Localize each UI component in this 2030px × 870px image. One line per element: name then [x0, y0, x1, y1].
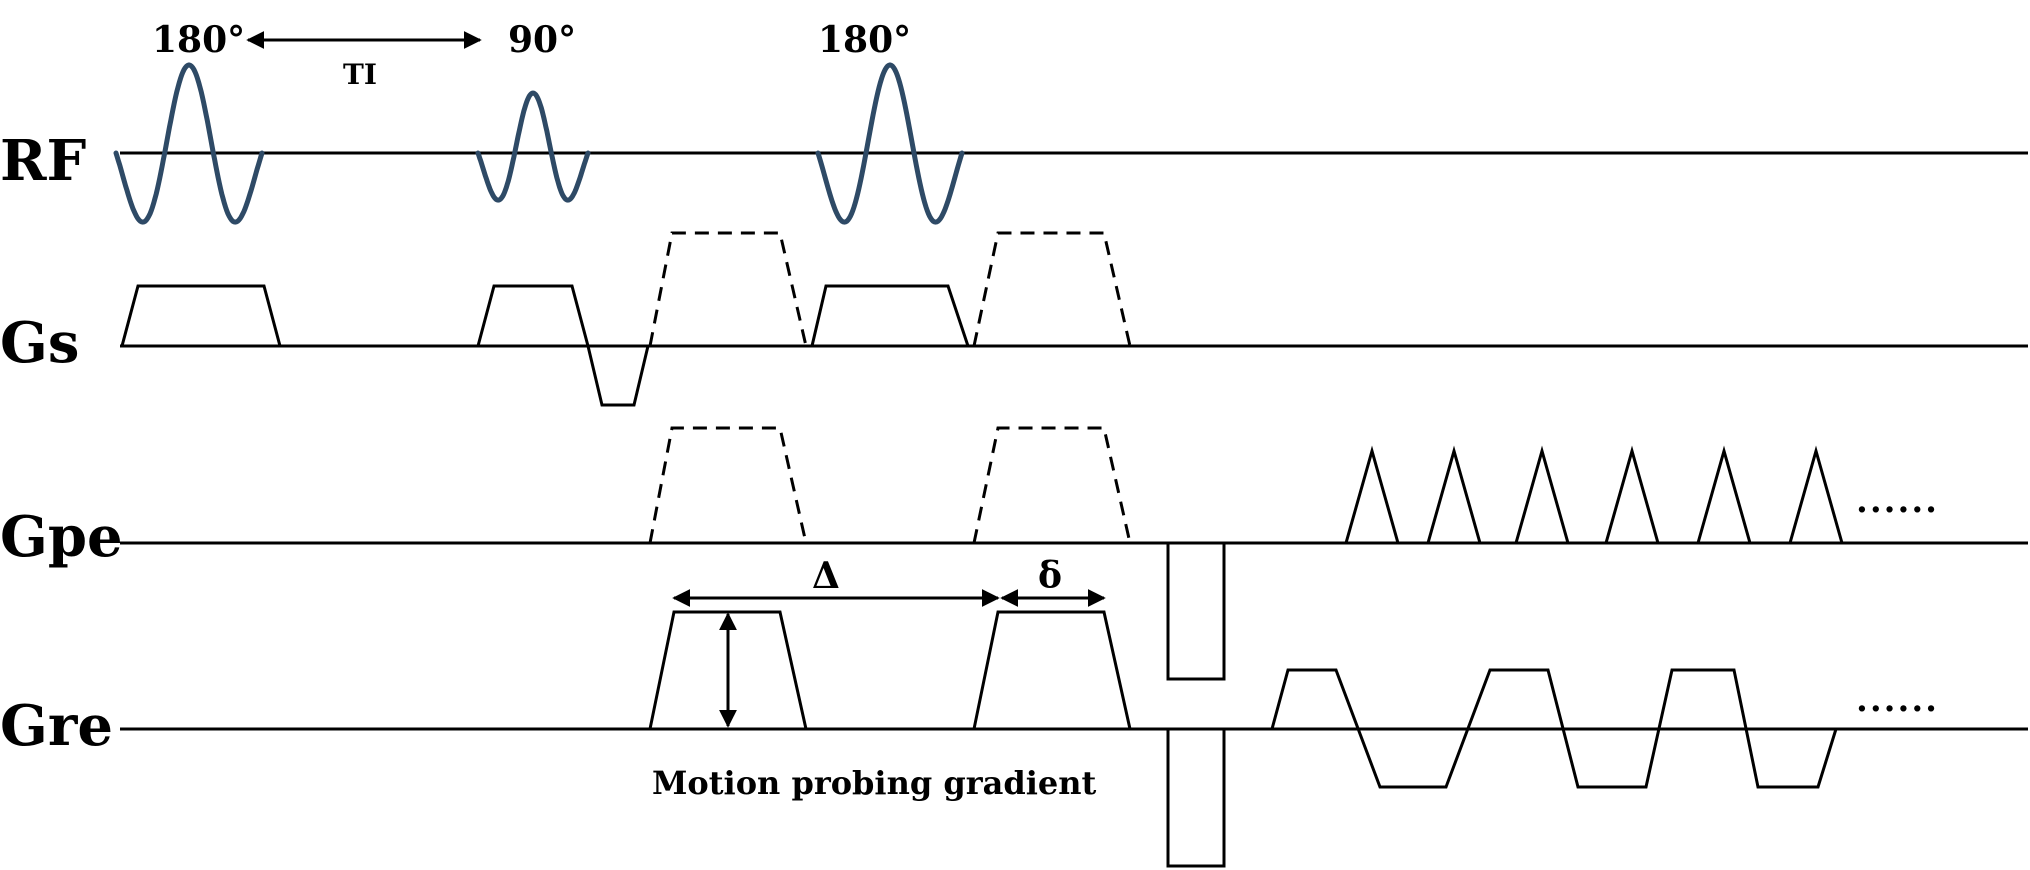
rf-pulse-inversion	[113, 62, 265, 225]
row-label-gs: Gs	[0, 310, 79, 376]
row-label-gpe: Gpe	[0, 504, 123, 570]
gs-refocus-slice-gradient	[810, 284, 970, 347]
gs-excitation-slice-gradient	[476, 284, 590, 347]
gre-continuation-dots: ......	[1856, 680, 1939, 720]
gpe-diffusion-gradient-2	[972, 426, 1132, 544]
gs-rephasing-lobe	[586, 345, 650, 407]
label-small-delta: δ	[1038, 555, 1062, 597]
gre-motion-probing-gradient-2	[972, 610, 1132, 730]
gpe-continuation-dots: ......	[1856, 481, 1939, 521]
row-label-rf: RF	[0, 128, 87, 194]
gs-diffusion-gradient-2	[972, 231, 1132, 347]
gs-diffusion-gradient-1	[648, 231, 808, 347]
gre-prephaser	[1166, 729, 1226, 868]
row-label-gre: Gre	[0, 693, 113, 759]
caption-motion-probing-gradient: Motion probing gradient	[652, 764, 1096, 802]
label-ti: TI	[343, 58, 377, 91]
label-90: 90°	[508, 19, 576, 61]
gpe-diffusion-gradient-1	[648, 426, 808, 544]
gre-readout-train	[1270, 668, 1838, 789]
gre-motion-probing-gradient-1	[648, 610, 808, 730]
gpe-phase-blips	[1344, 445, 1844, 544]
gpe-prephaser	[1166, 543, 1226, 681]
label-180-first: 180°	[152, 19, 245, 61]
gs-inversion-slice-gradient	[120, 284, 282, 347]
label-180-second: 180°	[818, 19, 911, 61]
rf-pulse-refocus	[815, 62, 965, 225]
label-big-delta: Δ	[812, 555, 840, 597]
rf-pulse-excitation	[475, 90, 591, 203]
